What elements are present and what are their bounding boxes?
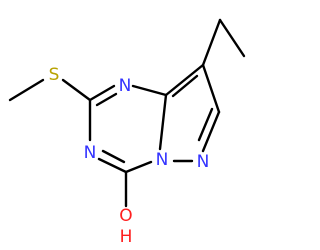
bond-c8a-n1 xyxy=(131,84,168,97)
atom-nitrogen-n6: N xyxy=(197,152,210,172)
atom-label-group: S N N N N O H xyxy=(49,65,210,247)
bond-c8a-n5 xyxy=(158,93,168,151)
bond-ethyl-ch2-c8 xyxy=(201,18,222,67)
bond-group xyxy=(8,18,246,208)
bond-n1-c2-inner xyxy=(95,92,118,107)
bond-c8-c8a-inner xyxy=(171,74,199,98)
bond-n3-c4-inner xyxy=(101,149,126,164)
bond-c7-n6-double xyxy=(201,110,221,153)
atom-nitrogen-n1: N xyxy=(119,76,132,96)
bond-c4-n5 xyxy=(124,160,153,174)
bond-c8-c7 xyxy=(201,63,221,114)
atom-hydrogen: H xyxy=(120,227,133,247)
bond-c7-n6-inner xyxy=(197,107,214,142)
molecule-structure: S N N N N O H xyxy=(8,18,246,247)
atom-nitrogen-n5: N xyxy=(156,150,169,170)
bond-ethyl-ch3-ch2 xyxy=(218,18,246,58)
bond-n1-c2-double xyxy=(88,84,116,102)
bond-n3-c4-double xyxy=(97,157,128,174)
bond-c2-s xyxy=(61,78,92,102)
atom-sulfur: S xyxy=(49,65,60,85)
atom-nitrogen-n3: N xyxy=(84,143,97,163)
bond-c8-c8a-double xyxy=(164,63,205,97)
atom-oxygen: O xyxy=(119,206,132,226)
bond-s-ch3 xyxy=(8,78,45,102)
